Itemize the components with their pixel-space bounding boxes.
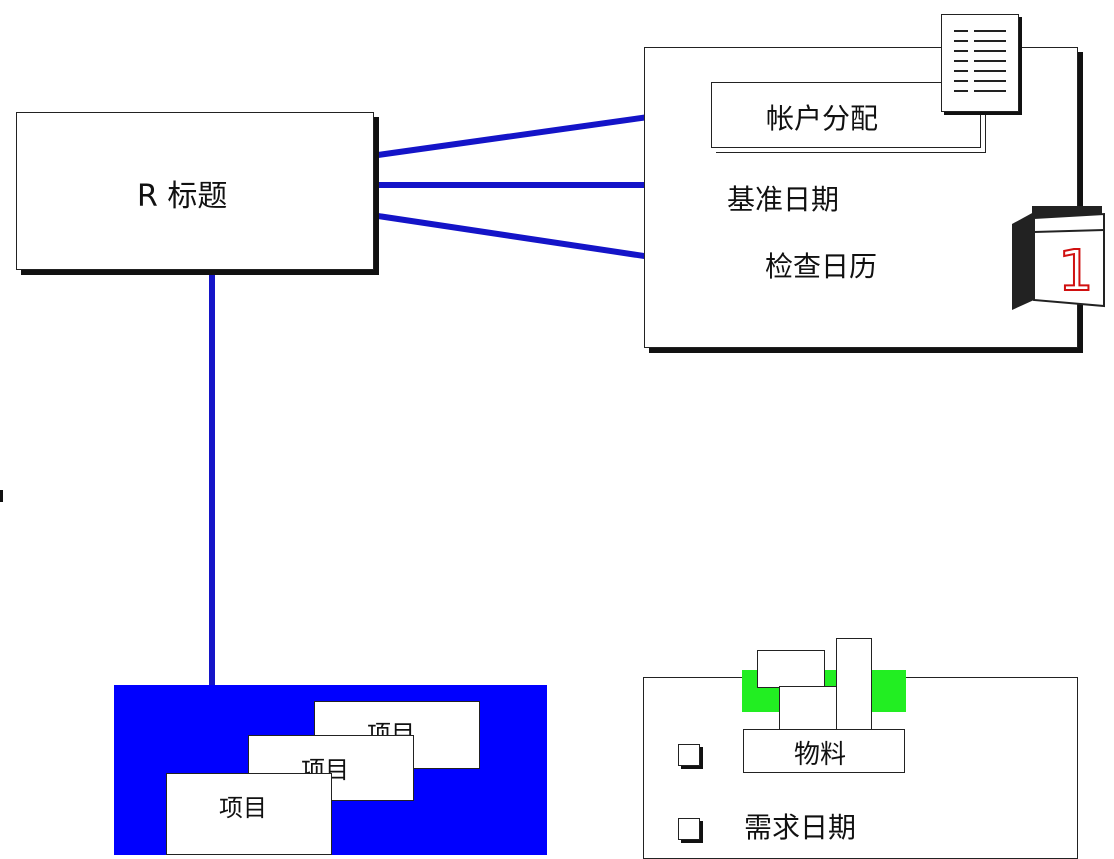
account-assignment-label: 帐户分配 [766, 102, 879, 135]
header-box: R 标题 [16, 112, 374, 270]
material-label: 物料 [794, 740, 847, 770]
account-assignment-card: 帐户分配 [711, 82, 981, 148]
material-block-2 [836, 638, 872, 736]
requirement-date-checkbox[interactable] [678, 818, 700, 840]
document-icon [941, 14, 1019, 112]
material-base: 物料 [743, 729, 905, 773]
item-label: 项目 [219, 794, 267, 822]
baseline-date-label: 基准日期 [727, 183, 840, 216]
calendar-icon: 1 [1004, 200, 1108, 312]
item-card-front: 项目 [166, 773, 332, 855]
calendar-digit: 1 [1058, 239, 1094, 304]
check-calendar-label: 检查日历 [765, 250, 878, 283]
items-group: 项目 项目 项目 [114, 685, 547, 855]
material-checkbox[interactable] [678, 744, 700, 766]
header-box-label: R 标题 [137, 179, 228, 214]
material-block-1 [757, 650, 825, 688]
requirement-date-label: 需求日期 [744, 811, 857, 844]
document-lines-icon [954, 30, 1006, 92]
material-block-3 [779, 686, 837, 734]
edge-mark [0, 490, 3, 502]
connector-account-assignment [377, 109, 685, 158]
connector-check-calendar [377, 213, 685, 265]
